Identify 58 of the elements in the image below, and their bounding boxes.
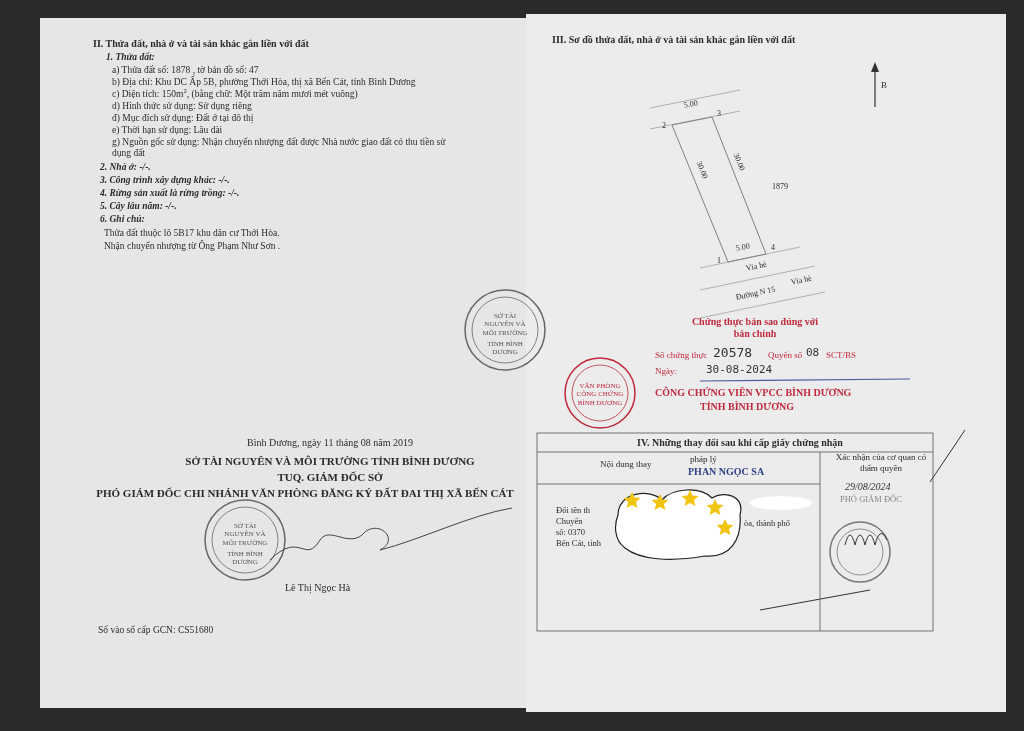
text-line: số: 0370	[556, 527, 586, 538]
subheading: 5. Cây lâu năm: -/-.	[100, 201, 177, 213]
text-line: Bến Cát, tỉnh	[556, 538, 602, 549]
notary-name: TỈNH BÌNH DƯƠNG	[700, 401, 795, 413]
text-line: a) Thửa đất số: 1878 , tờ bản đồ số: 47	[112, 65, 259, 76]
authority-name: PHÓ GIÁM ĐỐC CHI NHÁNH VĂN PHÒNG ĐĂNG KÝ ĐẤT ĐAI THỊ XÃ BẾN CÁT	[95, 487, 515, 501]
road-label: Vỉa hè	[745, 259, 768, 274]
section-heading: III. Sơ đồ thửa đất, nhà ở và tài sản khác gắn liền với đất	[552, 34, 796, 46]
column-heading: Xác nhận của cơ quan có thẩm quyền	[834, 452, 928, 474]
road-label: Vỉa hè	[790, 273, 813, 288]
signatory-name: Lê Thị Ngọc Hà	[285, 582, 351, 594]
corner-number: 1	[717, 256, 721, 266]
authority-name: TUQ. GIÁM ĐỐC SỞ	[276, 471, 384, 485]
text-line: đ) Mục đích sử dụng: Đất ở tại đô thị	[112, 113, 254, 125]
subheading: 6. Ghi chú:	[100, 214, 145, 226]
register-number: Số vào sổ cấp GCN: CS51680	[98, 625, 214, 637]
stamped-date: 30-08-2024	[706, 363, 773, 377]
signatory-title: PHÓ GIÁM ĐỐC	[840, 494, 902, 505]
subheading: 4. Rừng sản xuất là rừng trồng: -/-.	[100, 188, 240, 200]
corner-number: 2	[662, 121, 666, 131]
notary-name: CÔNG CHỨNG VIÊN VPCC BÌNH DƯƠNG	[655, 387, 852, 399]
text-line: c) Diện tích: 150m$^{2}$, (bằng chữ: Một trăm năm mươi mét vuông)	[112, 89, 358, 101]
dimension-text: 30.00	[731, 152, 747, 173]
stamped-number: 08	[806, 346, 820, 360]
table-heading: IV. Những thay đổi sau khi cấp giấy chứng nhận	[636, 437, 844, 449]
text-line: Đổi tên th	[556, 505, 590, 516]
dimension-text: 5.00	[683, 98, 699, 111]
road-label: Đường N 15	[735, 284, 777, 303]
column-heading: Nội dung thay	[600, 459, 652, 470]
subheading: 2. Nhà ở: -/-.	[100, 162, 151, 174]
text-line: e) Thời hạn sử dụng: Lâu dài	[112, 125, 223, 137]
authority-name: SỞ TÀI NGUYÊN VÀ MÔI TRƯỜNG TỈNH BÌNH DƯƠNG	[184, 455, 476, 469]
subheading: 3. Công trình xây dựng khác: -/-.	[100, 175, 230, 187]
form-label: Ngày:	[655, 366, 677, 377]
text-line: Nhận chuyển nhượng từ Ông Phạm Như Sơn .	[104, 241, 281, 253]
stamped-number: 20578	[713, 345, 753, 361]
typed-name: PHAN NGỌC SA	[688, 466, 765, 478]
text-line: Chuyển	[556, 516, 583, 527]
handwritten-date: 29/08/2024	[845, 481, 891, 493]
date-line: Bình Dương, ngày 11 tháng 08 năm 2019	[246, 437, 414, 449]
parcel-number: 1879	[772, 182, 788, 192]
column-heading: pháp lý	[690, 454, 717, 465]
dimension-text: 5.00	[735, 241, 751, 254]
text-line: òa, thành phố	[744, 518, 791, 529]
corner-number: 4	[771, 243, 775, 253]
form-label: SCT/BS	[826, 350, 856, 361]
corner-number: 3	[717, 109, 721, 119]
subheading: 1. Thửa đất:	[106, 52, 155, 64]
certification-text: Chứng thực bản sao đúng với bản chính	[690, 316, 820, 340]
dimension-text: 30.00	[694, 160, 710, 181]
form-label: Số chứng thực	[655, 350, 708, 361]
text-line: b) Địa chỉ: Khu DC Ấp 5B, phường Thới Hòa, thị xã Bến Cát, tỉnh Bình Dương	[112, 77, 416, 89]
north-label: B	[881, 80, 887, 91]
form-label: Quyển số	[768, 350, 803, 361]
section-heading: II. Thửa đất, nhà ở và tài sản khác gắn liền với đất	[93, 38, 309, 50]
text-line: g) Nguồn gốc sử dụng: Nhận chuyển nhượng đất được Nhà nước giao đất có thu tiền sử dụng đất	[112, 137, 447, 160]
text-line: Thửa đất thuộc lô 5B17 khu dân cư Thới Hòa.	[104, 228, 280, 240]
text-line: d) Hình thức sử dụng: Sử dụng riêng	[112, 101, 252, 113]
